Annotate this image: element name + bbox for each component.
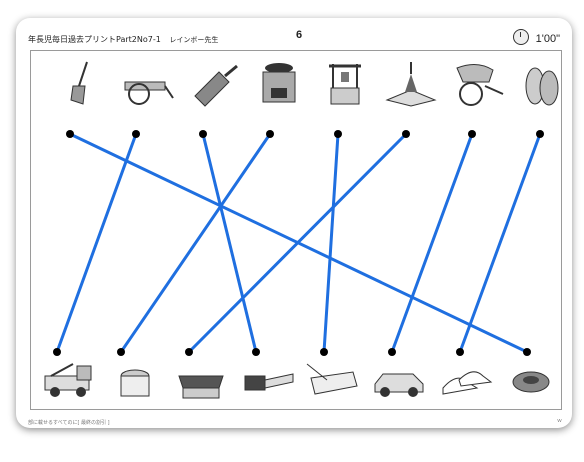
ih-cooktop-icon[interactable] — [171, 353, 231, 403]
bellows-icon[interactable] — [183, 59, 243, 109]
time-limit: 1'00" — [536, 33, 560, 45]
page-number: 6 — [296, 29, 302, 41]
robot-vacuum-icon[interactable] — [501, 353, 561, 403]
sneakers-icon[interactable] — [435, 353, 495, 403]
header-title-area: 年長児毎日過去プリントPart2No7-1 レインボー先生 — [28, 34, 218, 45]
rickshaw-icon[interactable] — [447, 59, 507, 109]
footer-note: 部に載せるすべてのに[ 最終の割引 ] — [28, 419, 110, 426]
timer: 1'00" — [513, 29, 560, 45]
broom-icon[interactable] — [49, 59, 109, 109]
well-icon[interactable] — [315, 59, 375, 109]
sink-icon[interactable] — [303, 353, 363, 403]
clock-icon — [513, 29, 529, 45]
worksheet: 年長児毎日過去プリントPart2No7-1 レインボー先生 6 1'00" — [16, 18, 572, 428]
crane-truck-icon[interactable] — [39, 353, 99, 403]
cannon-cart-icon[interactable] — [117, 59, 177, 109]
footer-mark: ｗ — [557, 417, 562, 424]
straw-sandals-icon[interactable] — [511, 59, 571, 109]
header: 年長児毎日過去プリントPart2No7-1 レインボー先生 6 1'00" — [28, 22, 560, 50]
campfire-icon[interactable] — [381, 59, 441, 109]
worksheet-title: 年長児毎日過去プリントPart2No7-1 — [28, 35, 161, 44]
taxi-icon[interactable] — [369, 353, 429, 403]
kamado-stove-icon[interactable] — [249, 59, 309, 109]
matching-area — [30, 50, 562, 410]
chainsaw-icon[interactable] — [237, 353, 297, 403]
rice-cooker-icon[interactable] — [105, 353, 165, 403]
teacher-name: レインボー先生 — [169, 36, 218, 44]
